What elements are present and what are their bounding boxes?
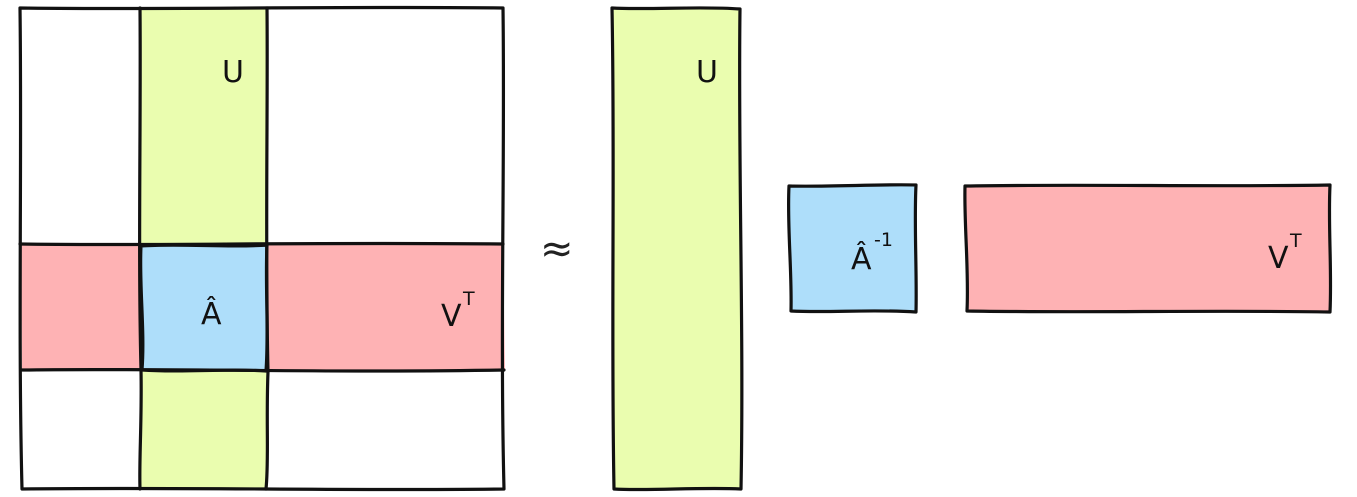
full-matrix: U Â V T	[18, 5, 506, 492]
vt-label-right: V	[1268, 241, 1289, 276]
a-hat-inverse-fill	[789, 185, 916, 311]
a-hat-inverse-label: Â	[851, 241, 872, 277]
a-hat-block	[140, 245, 268, 371]
full-matrix-border	[18, 5, 506, 492]
vt-matrix-border	[963, 183, 1333, 314]
vt-label-left: V	[441, 299, 462, 334]
vt-label-right-sup: T	[1289, 230, 1302, 252]
a-hat-inverse-matrix: Â -1	[786, 183, 918, 314]
vt-matrix-fill	[965, 185, 1330, 311]
u-matrix: U	[610, 6, 744, 492]
a-hat-inverse-label-sup: -1	[874, 229, 893, 251]
a-hat-label: Â	[201, 296, 222, 332]
u-column-left-line	[138, 6, 143, 491]
vt-row-top-line	[18, 241, 505, 247]
u-label-left: U	[222, 55, 244, 90]
approx-symbol: ≈	[540, 226, 574, 272]
vt-matrix: V T	[963, 183, 1333, 314]
u-label-right: U	[696, 55, 718, 90]
u-matrix-fill	[612, 8, 742, 489]
vt-label-left-sup: T	[462, 288, 475, 310]
u-matrix-border	[610, 6, 744, 492]
a-hat-block-border	[138, 243, 269, 373]
a-hat-inverse-border	[786, 183, 918, 314]
